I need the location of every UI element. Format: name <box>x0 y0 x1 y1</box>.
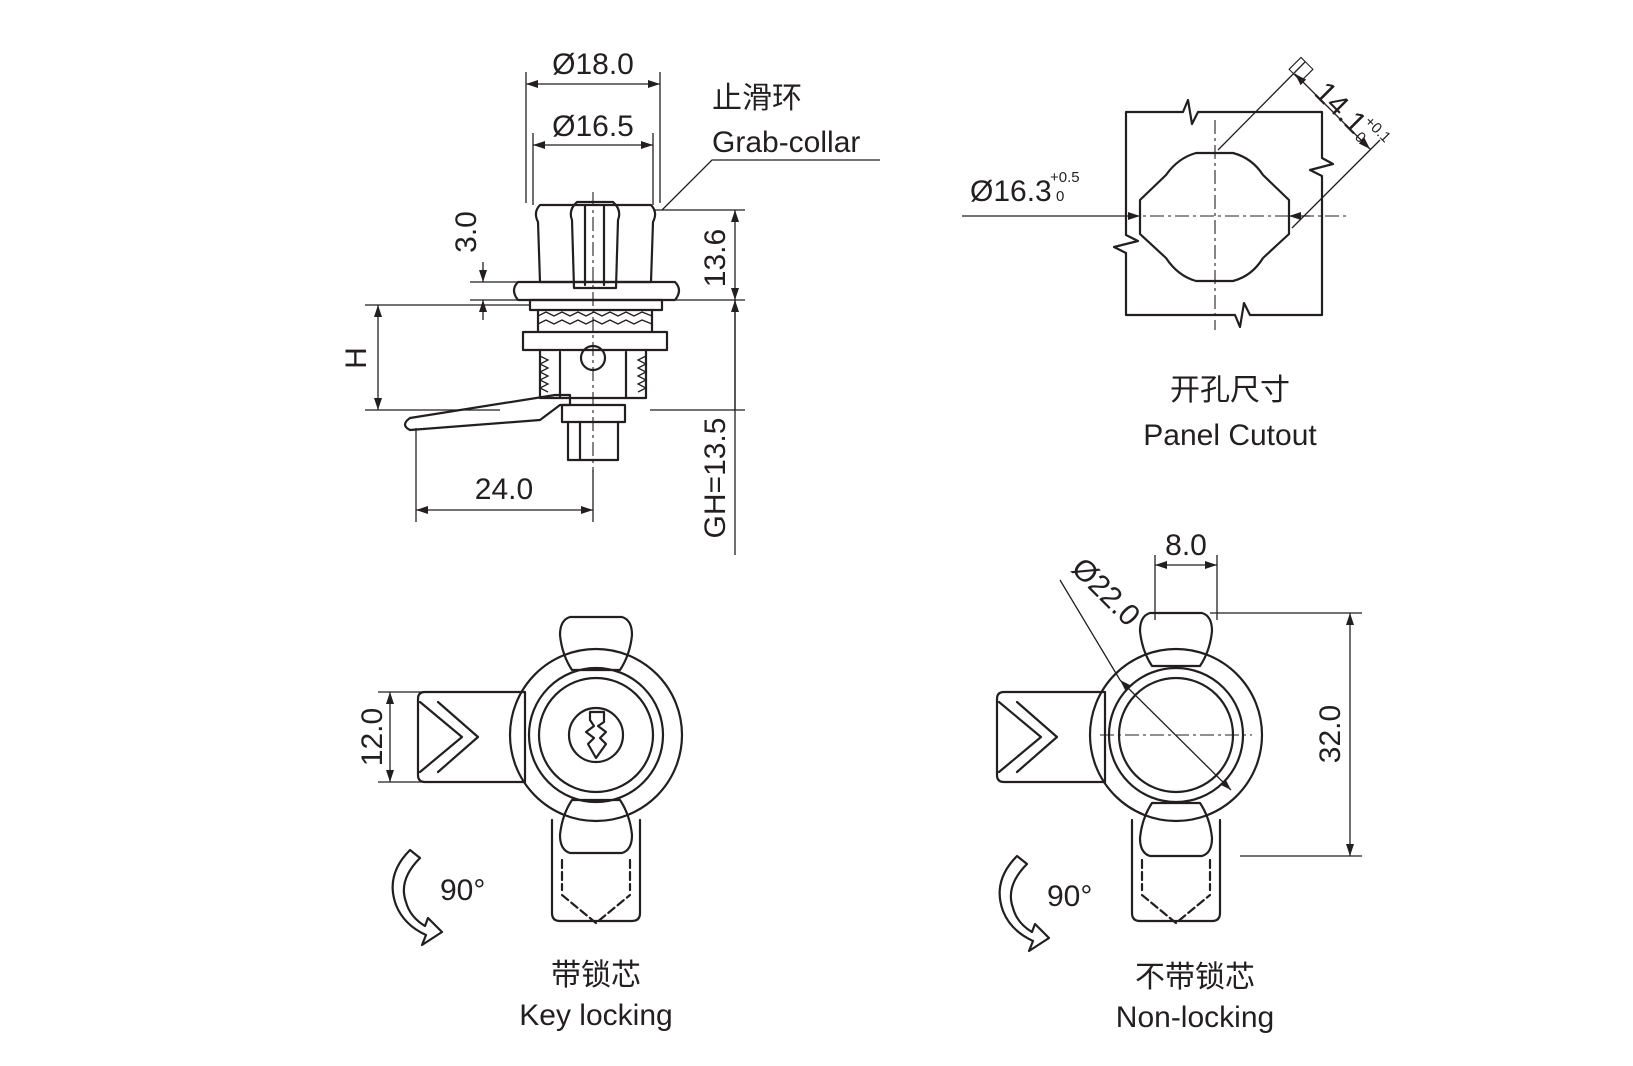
key-locking-view: 12.0 90° 带锁芯 Key locking <box>356 615 684 1032</box>
dim-cutout-dia: Ø16.3 <box>970 175 1052 208</box>
non-locking-label-cn: 不带锁芯 <box>1135 961 1255 994</box>
rotation-arrow-icon <box>391 848 444 947</box>
cutout-label-en: Panel Cutout <box>1143 419 1317 452</box>
key-locking-rotation: 90° <box>440 874 485 907</box>
panel-outline <box>1112 98 1335 329</box>
dim-32: 32.0 <box>1314 705 1347 763</box>
dim-8: 8.0 <box>1165 529 1207 562</box>
cutout-shape <box>1138 151 1291 283</box>
dim-3: 3.0 <box>450 211 483 253</box>
dim-dia-22: Ø22.0 <box>1065 552 1146 633</box>
non-locking-body <box>995 611 1264 925</box>
grab-collar-label-en: Grab-collar <box>712 126 860 159</box>
non-locking-rotation: 90° <box>1047 880 1092 913</box>
dim-dia-18: Ø18.0 <box>552 48 634 81</box>
side-view: Ø18.0 Ø16.5 止滑环 Grab-collar 3.0 13.6 H G… <box>340 48 880 555</box>
dim-dia-16-5: Ø16.5 <box>552 110 634 143</box>
key-locking-label-en: Key locking <box>519 999 672 1032</box>
cutout-label-cn: 开孔尺寸 <box>1170 374 1290 407</box>
key-locking-label-cn: 带锁芯 <box>551 959 641 992</box>
grab-collar-label-cn: 止滑环 <box>712 82 802 115</box>
side-view-body <box>403 192 681 472</box>
dim-gh-13-5: GH=13.5 <box>699 418 732 539</box>
dim-cutout-dia-tol-lower: 0 <box>1056 188 1064 205</box>
dim-cutout-dia-tol-upper: +0.5 <box>1050 169 1080 186</box>
non-locking-label-en: Non-locking <box>1116 1001 1274 1034</box>
panel-cutout-view: Ø16.3 +0.5 0 □ 14.1 +0.1 0 开孔尺寸 Panel Cu… <box>962 51 1394 452</box>
non-locking-view: 8.0 Ø22.0 32.0 90° 不带锁芯 Non-locking <box>995 529 1362 1034</box>
dim-24: 24.0 <box>475 473 533 506</box>
key-locking-body <box>416 615 684 925</box>
rotation-arrow-icon <box>998 854 1051 953</box>
dim-12: 12.0 <box>356 708 389 766</box>
dim-13-6: 13.6 <box>699 229 732 287</box>
dim-cutout-square-symbol: □ <box>1283 51 1320 88</box>
dim-h: H <box>340 347 373 369</box>
